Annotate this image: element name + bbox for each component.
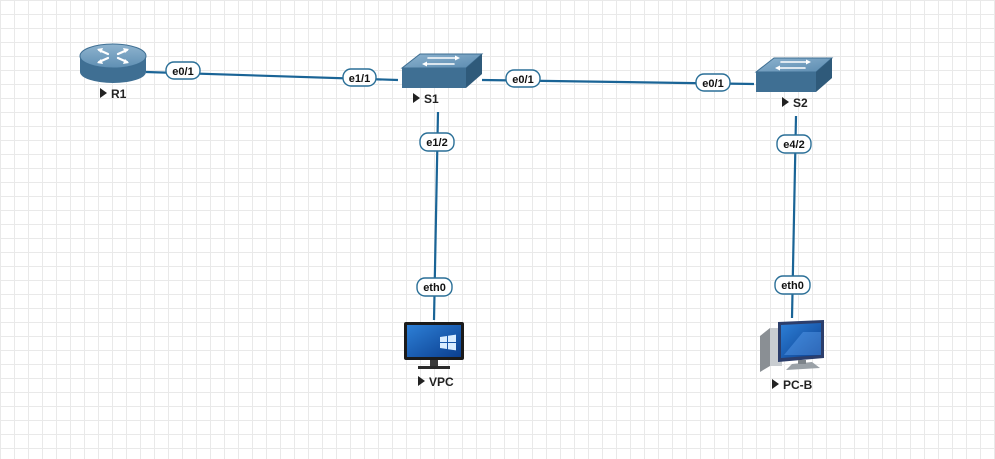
svg-text:eth0: eth0 (423, 282, 446, 294)
node-pcb[interactable]: PC-B (760, 320, 824, 392)
node-s2[interactable]: S2 (754, 57, 834, 110)
svg-text:e1/2: e1/2 (426, 137, 447, 149)
router-icon (79, 43, 147, 83)
desktop-pc-icon (760, 320, 824, 372)
windows-pc-icon (404, 322, 464, 369)
svg-text:e0/1: e0/1 (172, 66, 193, 78)
svg-text:e4/2: e4/2 (783, 139, 804, 151)
if-label-pcb-eth0[interactable]: eth0 (774, 275, 811, 295)
switch-icon (754, 57, 834, 92)
node-label-pcb: PC-B (772, 378, 813, 392)
svg-text:e1/1: e1/1 (349, 73, 370, 85)
if-label-vpc-eth0[interactable]: eth0 (416, 277, 453, 297)
switch-icon (400, 53, 484, 88)
svg-text:eth0: eth0 (781, 280, 804, 292)
node-label-r1: R1 (100, 87, 127, 101)
if-label-s2-e4-2[interactable]: e4/2 (776, 134, 812, 154)
if-label-s1-e0-1[interactable]: e0/1 (505, 69, 541, 88)
if-label-r1-e0-1[interactable]: e0/1 (165, 61, 201, 80)
svg-text:R1: R1 (111, 87, 127, 101)
svg-text:VPC: VPC (429, 375, 454, 389)
node-s1[interactable]: S1 (400, 53, 484, 106)
if-label-s1-e1-1[interactable]: e1/1 (342, 68, 377, 87)
if-label-s2-e0-1[interactable]: e0/1 (695, 73, 731, 92)
node-label-s2: S2 (782, 96, 808, 110)
svg-text:PC-B: PC-B (783, 378, 813, 392)
svg-text:S1: S1 (424, 92, 439, 106)
svg-text:e0/1: e0/1 (702, 78, 723, 90)
node-label-s1: S1 (413, 92, 439, 106)
node-vpc[interactable]: VPC (404, 322, 464, 389)
svg-text:e0/1: e0/1 (512, 74, 533, 86)
if-label-s1-e1-2[interactable]: e1/2 (419, 132, 455, 152)
node-label-vpc: VPC (418, 375, 454, 389)
svg-text:S2: S2 (793, 96, 808, 110)
node-r1[interactable]: R1 (79, 43, 147, 101)
